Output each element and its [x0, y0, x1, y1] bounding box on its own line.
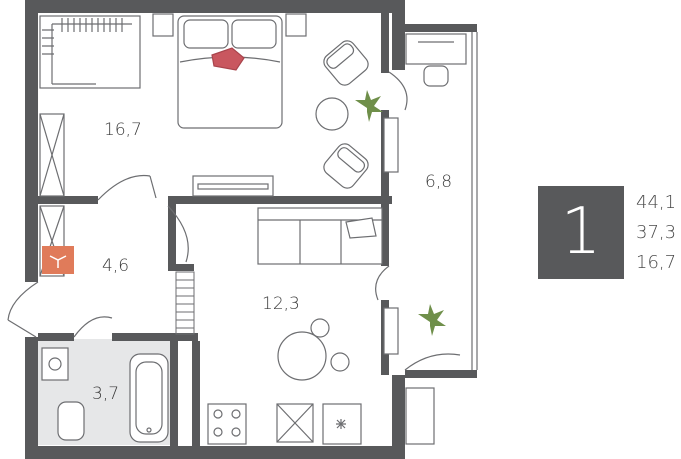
living-area: 37,3	[636, 222, 677, 243]
room-area-balcony: 6,8	[425, 172, 453, 192]
kitchen-units	[207, 403, 362, 445]
radiator	[175, 271, 195, 335]
room-area-hall: 4,6	[102, 256, 130, 276]
bathroom-fixtures	[41, 347, 435, 445]
sofa	[257, 207, 383, 265]
tv-stand	[192, 175, 274, 197]
balcony-railing	[383, 32, 478, 370]
area-summary: 44,1 37,3 16,7	[636, 188, 676, 278]
room-area-living: 12,3	[262, 294, 300, 314]
doors	[7, 71, 461, 371]
wardrobe	[39, 15, 141, 277]
room-area-bathroom: 3,7	[92, 384, 120, 404]
armchairs	[315, 40, 369, 189]
boiler-icon	[42, 246, 74, 274]
double-bed	[152, 13, 307, 129]
room-area-bedroom: 16,7	[104, 120, 142, 140]
desk	[405, 33, 467, 87]
total-area: 44,1	[636, 192, 677, 213]
walls	[25, 0, 477, 459]
kitchen-area: 16,7	[636, 252, 677, 273]
rooms-count-badge: 1	[538, 186, 624, 279]
dining-table	[277, 318, 350, 381]
pillow	[211, 47, 245, 71]
